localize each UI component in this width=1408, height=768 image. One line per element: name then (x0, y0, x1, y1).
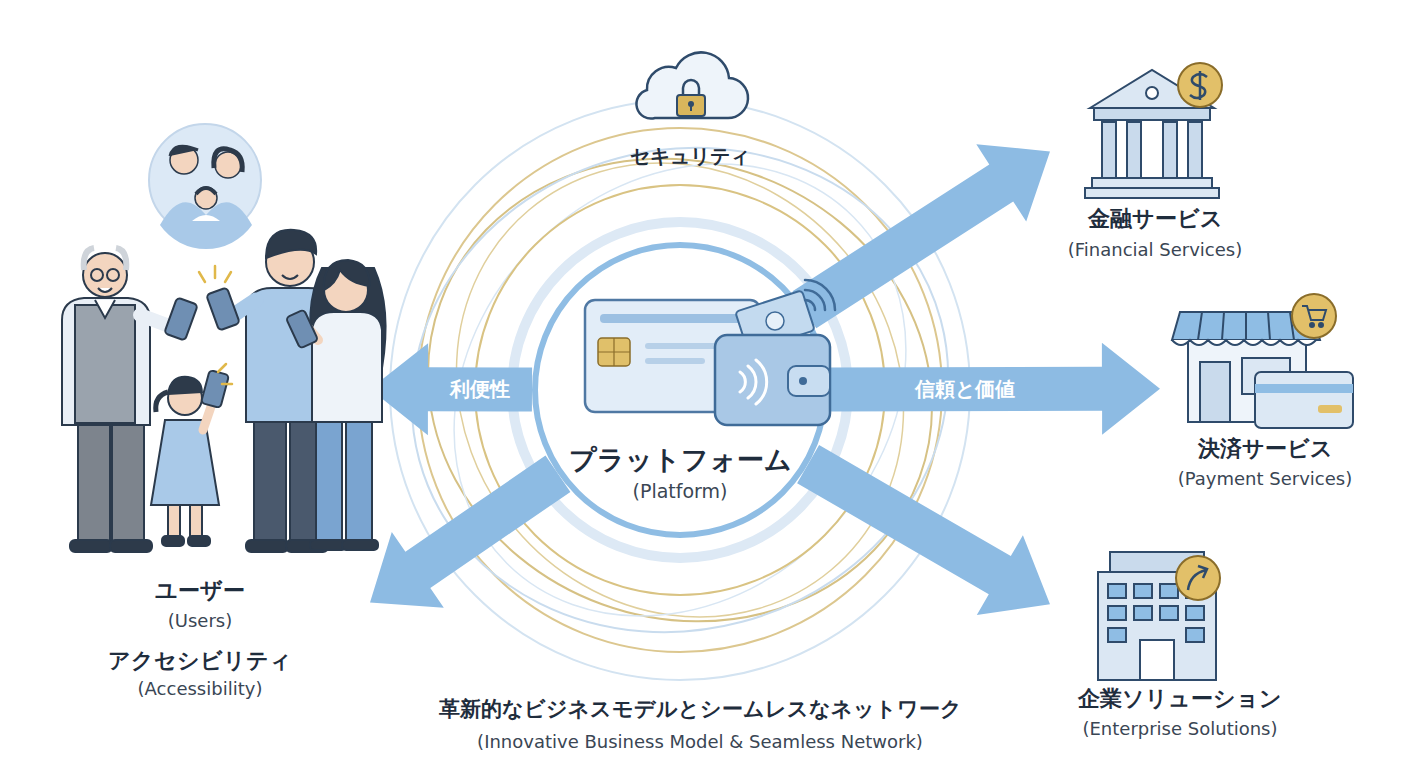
bank-icon (1085, 63, 1222, 198)
node-title: アクセシビリティ (30, 648, 370, 674)
service-node: 企業ソリューション (Enterprise Solutions) (1050, 545, 1310, 750)
node-title: 金融サービス (1050, 206, 1260, 232)
flow-arrow (828, 343, 1160, 435)
node-subtitle: (Accessibility) (30, 678, 370, 700)
user-group: ユーザー (Users) アクセシビリティ (Accessibility) (30, 115, 370, 715)
sparkle-marks (199, 266, 232, 384)
node-title: ユーザー (30, 578, 370, 604)
service-node: 決済サービス (Payment Services) (1160, 285, 1370, 500)
caption-subtext: (Innovative Business Model & Seamless Ne… (477, 731, 923, 753)
grandfather-figure (62, 248, 198, 552)
node-title: 決済サービス (1160, 436, 1370, 462)
flow-arrow (370, 456, 570, 608)
node-subtitle: (Financial Services) (1050, 239, 1260, 261)
arrow-label: 信頼と価値 (915, 377, 1015, 401)
node-title: プラットフォーム (532, 444, 828, 476)
service-node: 金融サービス (Financial Services) (1050, 55, 1260, 270)
flow-arrow (370, 343, 532, 435)
node-subtitle: (Platform) (532, 480, 828, 503)
arrow-label: 利便性 (450, 377, 510, 401)
node-subtitle: (Payment Services) (1160, 468, 1370, 490)
family-portrait (149, 124, 261, 249)
ring-group (357, 72, 1003, 708)
woman-figure (286, 260, 386, 550)
flow-arrow (797, 445, 1050, 615)
security-label: セキュリティ (630, 144, 750, 168)
caption-text: 革新的なビジネスモデルとシームレスなネットワーク (439, 697, 962, 722)
platform-circle: プラットフォーム (Platform) (532, 242, 828, 538)
building-icon (1098, 552, 1220, 680)
flow-arrow (793, 144, 1051, 328)
node-subtitle: (Users) (30, 610, 370, 632)
child-figure (151, 370, 229, 546)
man-figure (206, 230, 334, 552)
cloud-lock-icon (636, 52, 748, 118)
shop-icon (1172, 294, 1353, 428)
node-subtitle: (Enterprise Solutions) (1050, 718, 1310, 740)
node-title: 企業ソリューション (1050, 686, 1310, 712)
